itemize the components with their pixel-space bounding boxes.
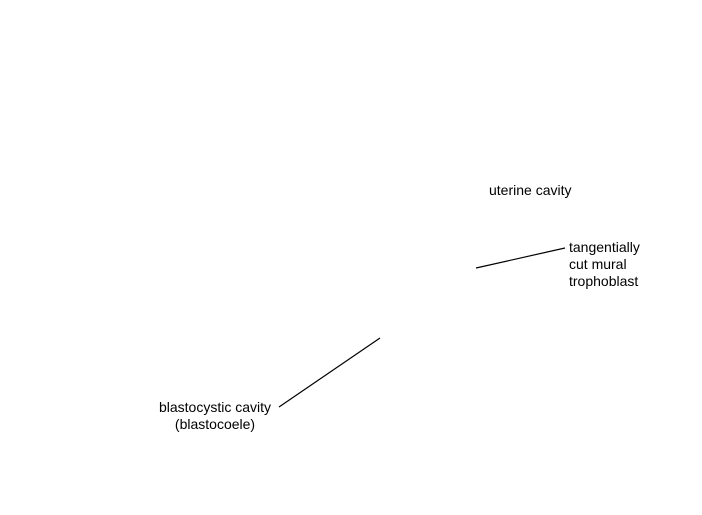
- mural-trophoblast-label-line-3: trophoblast: [569, 273, 639, 289]
- uterine-cavity-label: uterine cavity: [489, 182, 572, 198]
- blastocystic-cavity-label: blastocystic cavity (blastocoele): [150, 399, 280, 433]
- mural-trophoblast-label-line-1: tangentially: [569, 239, 640, 255]
- blastocystic-cavity-label-line-1: blastocystic cavity: [158, 399, 272, 415]
- mural-trophoblast-label-line-2: cut mural: [569, 256, 627, 272]
- blastocystic-cavity-leader-line: [278, 337, 381, 408]
- blastocystic-cavity-label-line-2: (blastocoele): [174, 416, 256, 432]
- mural-trophoblast-label: tangentially cut mural trophoblast: [569, 239, 640, 290]
- mural-trophoblast-leader-line: [475, 247, 566, 269]
